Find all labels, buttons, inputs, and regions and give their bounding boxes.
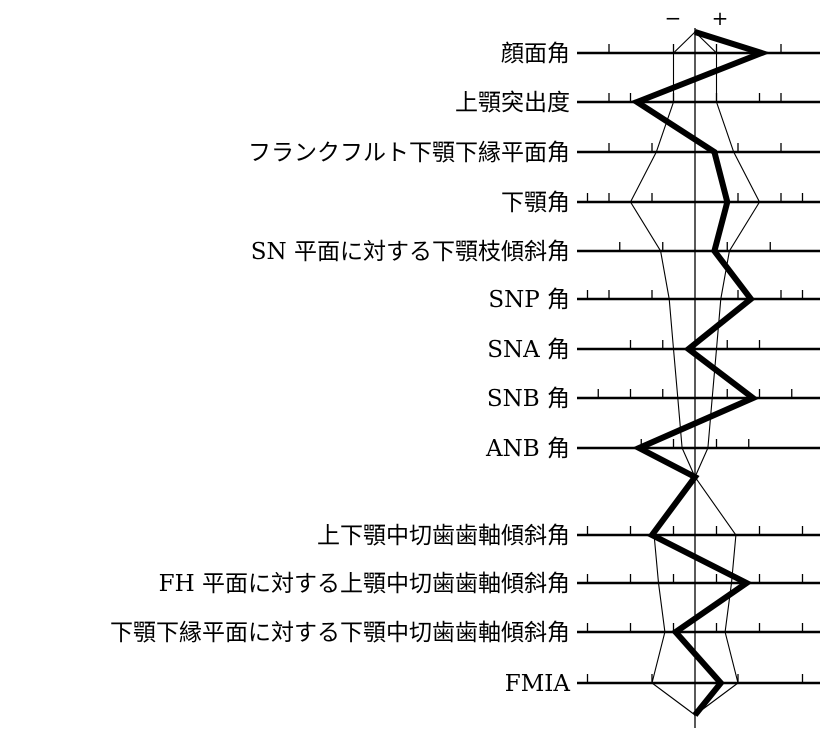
row-label: 上顎突出度 — [455, 90, 570, 116]
profile-point — [651, 534, 653, 536]
plus-sign: + — [712, 6, 729, 30]
row-label: FMIA — [505, 671, 571, 697]
profile-point — [726, 201, 729, 203]
profile-point — [694, 31, 696, 33]
minus-sign: − — [665, 6, 682, 30]
profile-point — [674, 631, 677, 633]
row-label: SN 平面に対する下顎枝傾斜角 — [251, 239, 570, 265]
row-label: FH 平面に対する上顎中切歯歯軸傾斜角 — [159, 571, 570, 597]
row-label: 下顎下縁平面に対する下顎中切歯歯軸傾斜角 — [110, 620, 570, 646]
row-label: 顔面角 — [501, 41, 570, 67]
row-label: 上下顎中切歯歯軸傾斜角 — [317, 523, 570, 549]
rows-group — [577, 44, 820, 685]
profile-point — [694, 714, 696, 716]
profile-point — [760, 52, 763, 54]
norm-band-group — [629, 31, 761, 716]
row-label: SNA 角 — [487, 337, 570, 363]
profile-point — [713, 151, 716, 153]
profile-point — [749, 298, 752, 300]
norm-band-lower — [629, 31, 696, 716]
row-label: 下顎角 — [501, 190, 570, 216]
row-label: SNP 角 — [488, 287, 570, 313]
profile-point — [694, 476, 696, 478]
row-label: フランクフルト下顎下縁平面角 — [248, 140, 570, 166]
profile-point — [687, 348, 690, 350]
profile-group — [630, 29, 771, 717]
row-label: ANB 角 — [485, 436, 570, 462]
profile-point — [635, 101, 638, 103]
norm-band-upper — [694, 31, 761, 716]
profile-point — [638, 447, 641, 449]
profile-line — [630, 29, 771, 717]
profile-point — [752, 397, 755, 399]
profile-point — [719, 682, 722, 684]
profile-point — [745, 582, 748, 584]
profile-point — [713, 250, 716, 252]
row-label: SNB 角 — [487, 386, 570, 412]
